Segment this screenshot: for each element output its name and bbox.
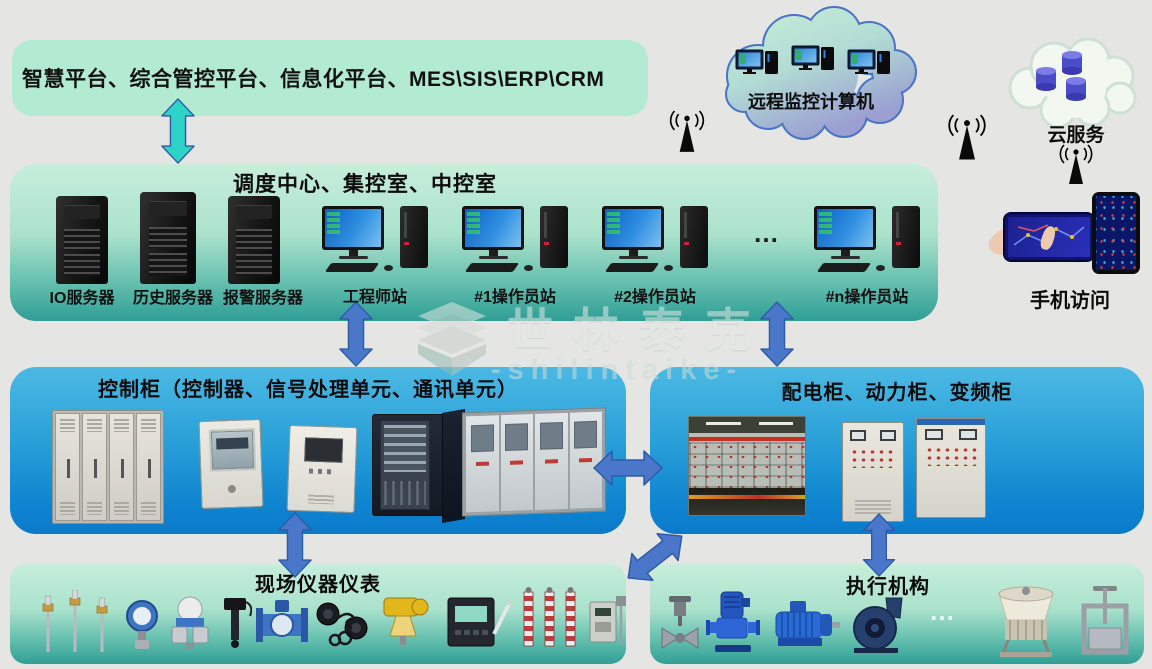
server-tower-icon: [56, 196, 108, 284]
remote-cloud-icon: [725, 6, 917, 140]
power-cabinet-title: 配电柜、动力柜、变频柜: [781, 382, 1013, 404]
mobile-access-label: 手机访问: [1030, 290, 1110, 312]
server-tower-icon: [228, 196, 280, 284]
cabinet-icon: [286, 424, 358, 514]
station-label: #1操作员站: [474, 289, 556, 306]
switchgear-room-photo: [688, 416, 806, 516]
stations-ellipsis: …: [753, 218, 781, 248]
ultrasonic-sensor-icon: [316, 602, 368, 647]
antenna-icon: [948, 114, 986, 160]
cabinet-icon: [372, 408, 466, 524]
top-platform-banner-text: 智慧平台、综合管控平台、信息化平台、MES\SIS\ERP\CRM: [22, 68, 605, 91]
pump-icon: [706, 591, 760, 652]
server-label: IO服务器: [49, 290, 115, 307]
arrow-dispatch-control: [336, 301, 376, 367]
smartphone-screen: [1096, 196, 1136, 270]
cabinet-icon: [916, 418, 986, 518]
level-gauge-icon: [523, 587, 576, 647]
station-label: #n操作员站: [825, 289, 909, 306]
dispatch-center-title: 调度中心、集控室、中控室: [233, 173, 497, 196]
antenna-icon: [1059, 144, 1093, 184]
radar-level-meter-icon: [383, 597, 429, 645]
flowmeter-icon: [256, 600, 308, 642]
thermocouple-icon: [42, 590, 108, 652]
arrow-power-actuator: [858, 513, 900, 577]
station-label: #2操作员站: [614, 289, 696, 306]
cabinet-icon: [462, 407, 606, 517]
desktop-computer-icon: [814, 206, 934, 284]
sluice-gate-icon: [1081, 586, 1129, 655]
desktop-computer-icon: [462, 206, 582, 284]
blower-fan-icon: [853, 597, 903, 653]
remote-computer-icon: [735, 45, 890, 74]
dp-transmitter-icon: [171, 596, 209, 649]
motor-icon: [775, 601, 840, 646]
server-tower-icon: [140, 192, 196, 284]
ph-controller-icon: [447, 597, 512, 647]
desktop-computer-icon: [602, 206, 722, 284]
probe-sensor-icon: [224, 598, 252, 648]
smartphone-landscape-icon: [1003, 212, 1095, 262]
desktop-computer-icon: [322, 206, 442, 284]
field-instruments-title: 现场仪器仪表: [255, 574, 381, 596]
arrow-dispatch-power: [757, 301, 797, 367]
control-valve-icon: [661, 596, 699, 649]
remote-cloud-label: 远程监控计算机: [748, 92, 874, 112]
top-platform-banner: 智慧平台、综合管控平台、信息化平台、MES\SIS\ERP\CRM: [12, 40, 648, 116]
cabinet-icon: [842, 422, 904, 522]
server-label: 历史服务器: [132, 290, 213, 307]
station-label: 工程师站: [342, 289, 407, 306]
server-label: 报警服务器: [222, 290, 303, 307]
wall-transmitter-icon: [589, 596, 626, 644]
arrow-banner-dispatch: [158, 98, 198, 164]
cabinet-icon: [198, 418, 264, 510]
pressure-transmitter-icon: [126, 600, 158, 649]
cloud-service-label: 云服务: [1047, 125, 1105, 146]
cloud-service-icon: [1008, 37, 1137, 128]
cooling-tower-icon: [998, 586, 1054, 657]
actuators-title: 执行机构: [846, 576, 930, 598]
actuators-ellipsis: …: [929, 596, 957, 626]
antenna-icon: [669, 110, 705, 152]
database-icon: [1036, 51, 1086, 101]
arrow-control-power: [586, 448, 670, 488]
control-cabinet-title: 控制柜（控制器、信号处理单元、通讯单元）: [98, 379, 518, 401]
cabinet-icon: [52, 410, 164, 524]
smartphone-portrait-icon: [1092, 192, 1140, 274]
